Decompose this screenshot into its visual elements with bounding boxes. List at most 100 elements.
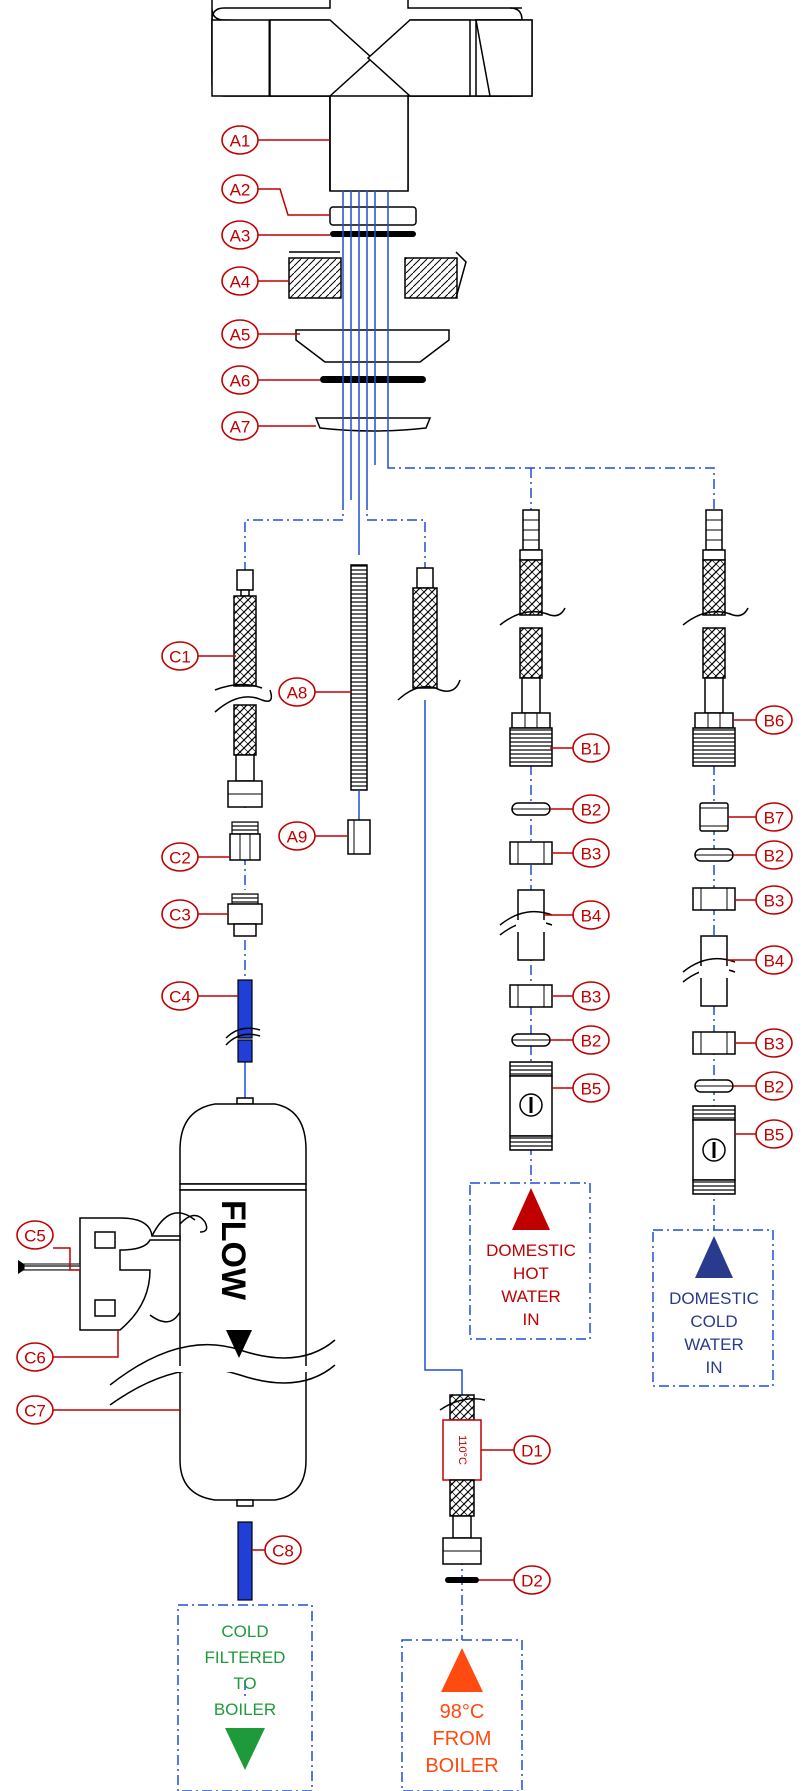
callout-bubble bbox=[755, 840, 793, 870]
callout-label: D1 bbox=[521, 1442, 543, 1461]
filtered-line-4: BOILER bbox=[214, 1700, 276, 1719]
nut-b3-hot-1 bbox=[509, 841, 553, 865]
callout-bubble bbox=[221, 125, 259, 155]
pipe-b4-hot bbox=[499, 889, 553, 961]
olive-b2-hot-1 bbox=[511, 802, 551, 816]
callout-label: A5 bbox=[230, 326, 251, 345]
tap-body bbox=[211, 0, 533, 192]
callout-label: C6 bbox=[24, 1349, 46, 1368]
filtered-arrow-icon bbox=[225, 1728, 265, 1770]
callout-b2: B2 bbox=[572, 1025, 610, 1055]
callout-b2: B2 bbox=[572, 794, 610, 824]
boiler-line-2: FROM bbox=[433, 1728, 492, 1750]
callout-b5: B5 bbox=[572, 1073, 610, 1103]
callout-c1: C1 bbox=[161, 641, 199, 671]
callout-b6: B6 bbox=[755, 705, 793, 735]
callout-bubble bbox=[572, 981, 610, 1011]
hot-supply-hose bbox=[499, 509, 566, 729]
hot-line-3: WATER bbox=[501, 1287, 561, 1306]
callout-b3: B3 bbox=[755, 1028, 793, 1058]
callout-bubble bbox=[513, 1435, 551, 1465]
cold-water-arrow-icon bbox=[695, 1236, 733, 1278]
callout-a6: A6 bbox=[221, 365, 259, 395]
callout-bubble bbox=[513, 1565, 551, 1595]
boiler-line-3: BOILER bbox=[425, 1755, 498, 1777]
callout-bubble bbox=[16, 1395, 54, 1425]
hot-line-4: IN bbox=[523, 1310, 540, 1329]
flexible-tube-a8 bbox=[350, 564, 368, 820]
filtered-line-3: TO bbox=[233, 1674, 256, 1693]
hot-line-2: HOT bbox=[513, 1264, 549, 1283]
callout-c4: C4 bbox=[161, 981, 199, 1011]
nut-a9 bbox=[347, 819, 371, 855]
callout-bubble bbox=[755, 945, 793, 975]
callout-bubble bbox=[572, 794, 610, 824]
tube-c4 bbox=[225, 979, 261, 1063]
callout-label: B1 bbox=[581, 740, 602, 759]
callout-label: B3 bbox=[581, 988, 602, 1007]
callout-label: C5 bbox=[24, 1227, 46, 1246]
cold-line-4: IN bbox=[706, 1358, 723, 1377]
callout-label: A9 bbox=[287, 828, 308, 847]
callout-label: B4 bbox=[764, 952, 785, 971]
callout-label: C7 bbox=[24, 1402, 46, 1421]
filtered-line-1: COLD bbox=[221, 1622, 268, 1641]
callout-label: B7 bbox=[764, 809, 785, 828]
hose-temperature-label: 110°C bbox=[456, 1435, 468, 1465]
callout-b4: B4 bbox=[572, 900, 610, 930]
callout-bubble bbox=[572, 900, 610, 930]
callout-bubble bbox=[161, 641, 199, 671]
callout-bubble bbox=[755, 802, 793, 832]
callout-label: C3 bbox=[169, 906, 191, 925]
callout-bubble bbox=[264, 1535, 302, 1565]
callout-b2: B2 bbox=[755, 1071, 793, 1101]
callout-bubble bbox=[278, 677, 316, 707]
callout-c7: C7 bbox=[16, 1395, 54, 1425]
callout-bubble bbox=[221, 220, 259, 250]
olive-b2-cold-2 bbox=[694, 1079, 734, 1093]
pipe-routing bbox=[244, 465, 715, 1700]
callout-bubble bbox=[221, 319, 259, 349]
callout-bubble bbox=[161, 842, 199, 872]
hot-water-arrow-icon bbox=[512, 1188, 550, 1230]
boiler-arrow-icon bbox=[441, 1648, 483, 1692]
olive-b2-hot-2 bbox=[511, 1033, 551, 1047]
cold-water-in-box: DOMESTIC COLD WATER IN bbox=[652, 1229, 774, 1387]
callout-label: A8 bbox=[287, 684, 308, 703]
callout-label: A6 bbox=[230, 372, 251, 391]
callout-bubble bbox=[572, 1073, 610, 1103]
callout-label: B2 bbox=[581, 1032, 602, 1051]
callout-label: B6 bbox=[764, 712, 785, 731]
callout-label: B3 bbox=[764, 892, 785, 911]
callout-bubble bbox=[572, 733, 610, 763]
callout-bubble bbox=[161, 899, 199, 929]
callout-bubble bbox=[755, 1028, 793, 1058]
callout-label: D2 bbox=[521, 1572, 543, 1591]
callout-b3: B3 bbox=[572, 838, 610, 868]
tap-fitting-stack bbox=[288, 206, 467, 432]
olive-b2-cold-1 bbox=[694, 848, 734, 862]
callout-c8: C8 bbox=[264, 1535, 302, 1565]
callout-d2: D2 bbox=[513, 1565, 551, 1595]
flow-label: FLOW bbox=[214, 1200, 252, 1301]
callout-a5: A5 bbox=[221, 319, 259, 349]
flow-arrow-icon bbox=[226, 1330, 252, 1358]
callout-label: B5 bbox=[581, 1080, 602, 1099]
mounting-clip-c6 bbox=[79, 1212, 208, 1331]
washer-d2 bbox=[445, 1577, 479, 1583]
pipe-b4-cold bbox=[682, 935, 736, 1007]
callout-bubble bbox=[221, 411, 259, 441]
callout-label: A4 bbox=[230, 273, 251, 292]
isolation-valve-b5-hot bbox=[509, 1061, 553, 1151]
hot-line-1: DOMESTIC bbox=[486, 1241, 576, 1260]
sleeve-b7 bbox=[699, 802, 729, 832]
callout-bubble bbox=[221, 365, 259, 395]
callout-label: B3 bbox=[764, 1035, 785, 1054]
callout-bubble bbox=[161, 981, 199, 1011]
callout-bubble bbox=[755, 1071, 793, 1101]
callout-a2: A2 bbox=[221, 174, 259, 204]
callout-bubble bbox=[278, 821, 316, 851]
callout-b7: B7 bbox=[755, 802, 793, 832]
callout-label: B5 bbox=[764, 1126, 785, 1145]
